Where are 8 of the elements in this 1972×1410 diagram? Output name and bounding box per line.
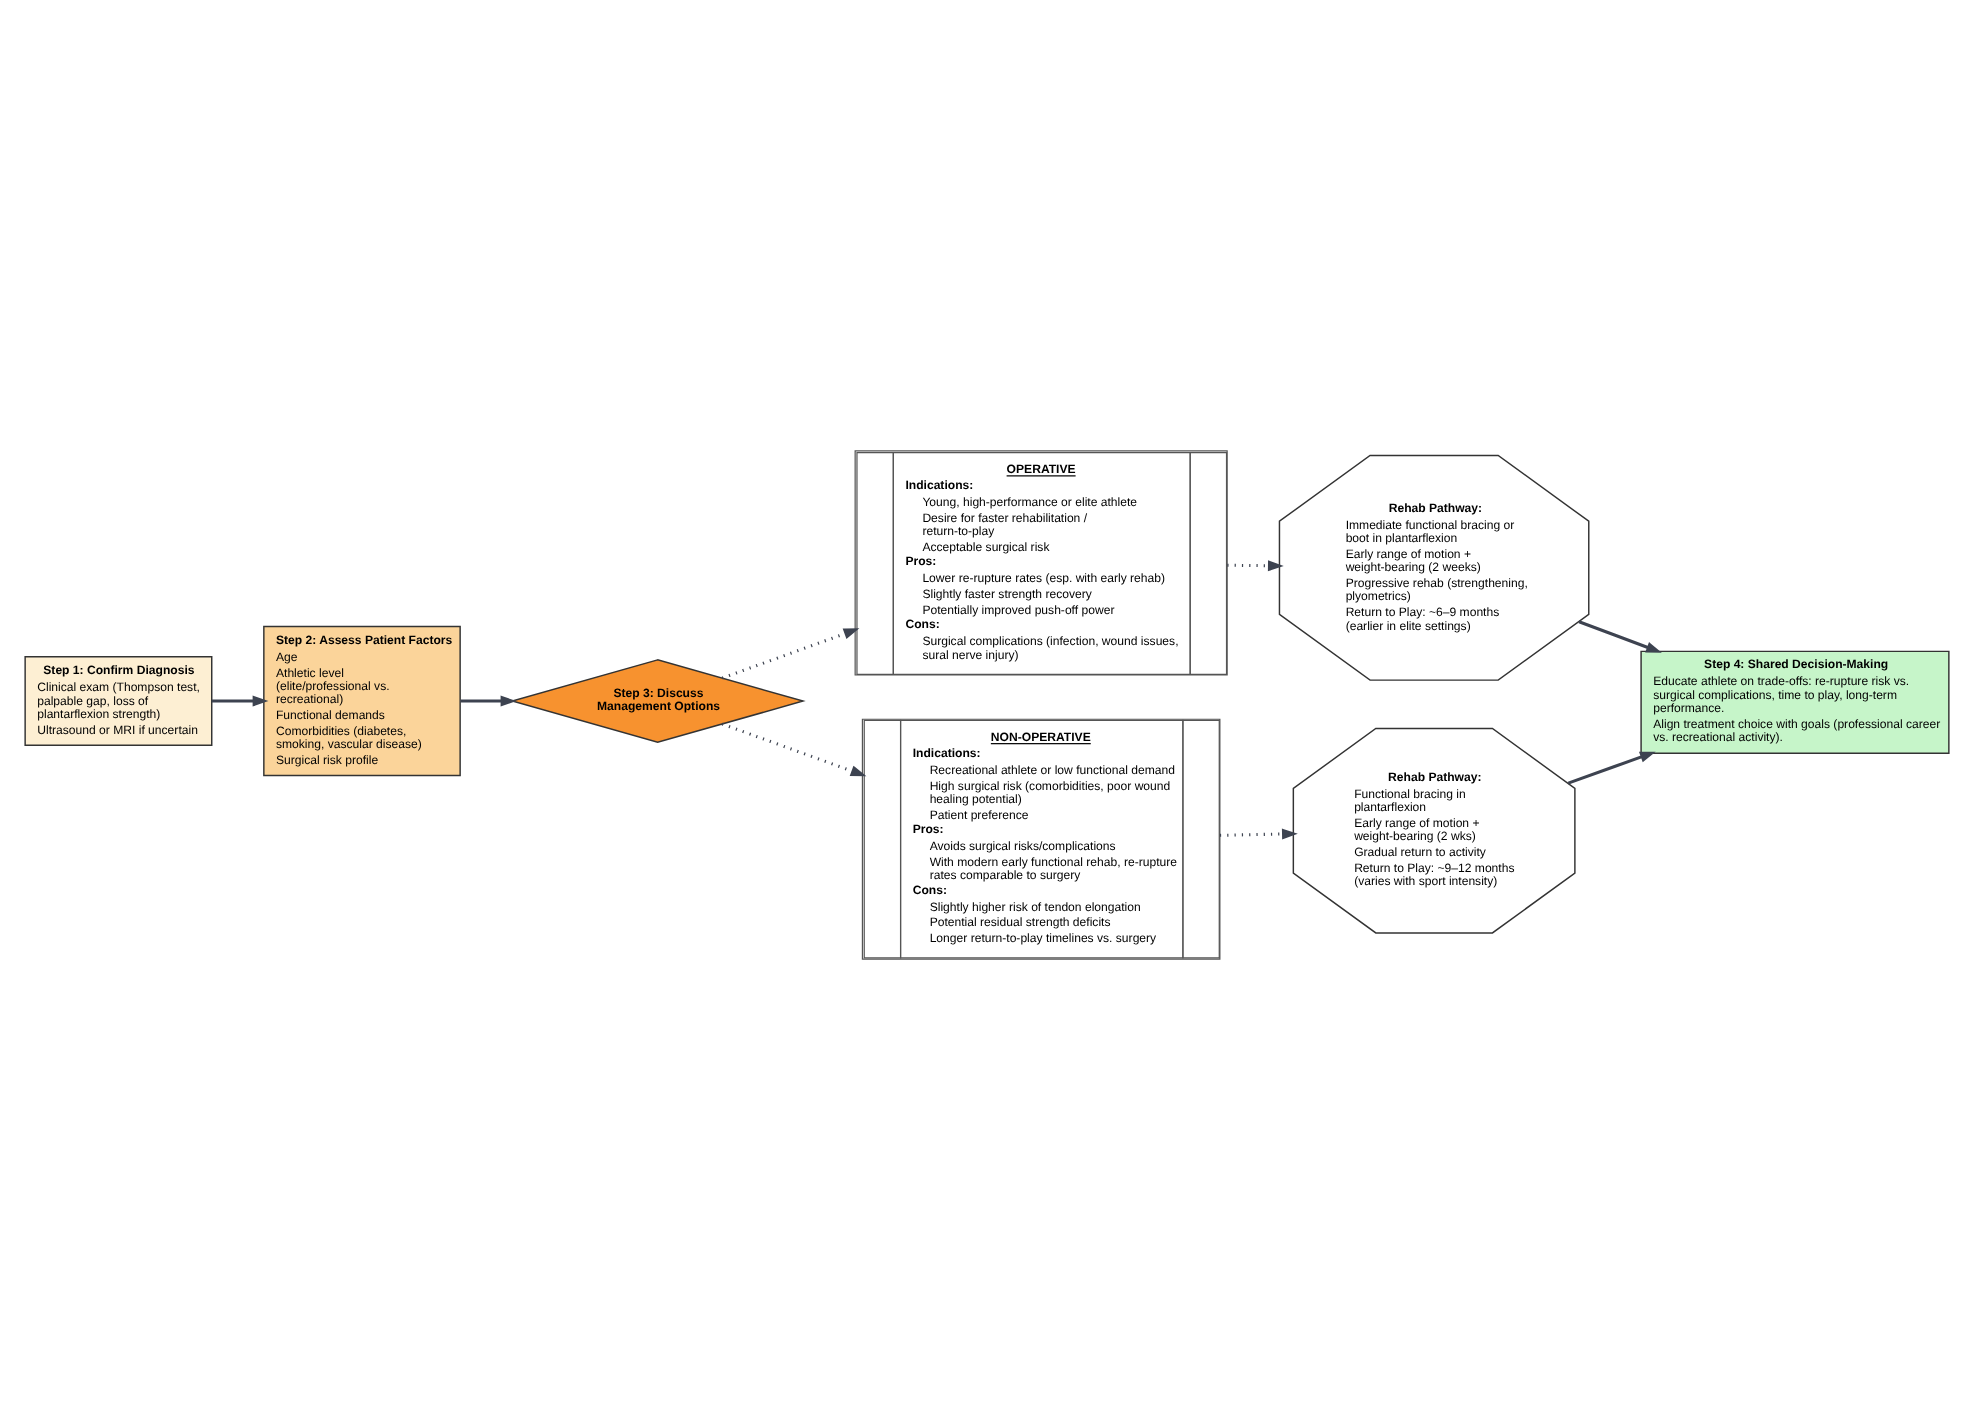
arrow: [720, 722, 866, 777]
arrow: [459, 695, 516, 707]
arrow: [720, 628, 859, 680]
arrow: [1566, 751, 1655, 785]
arrow: [1226, 560, 1283, 572]
arrow: [210, 695, 268, 707]
arrow: [1577, 620, 1661, 653]
arrow: [1218, 828, 1297, 840]
